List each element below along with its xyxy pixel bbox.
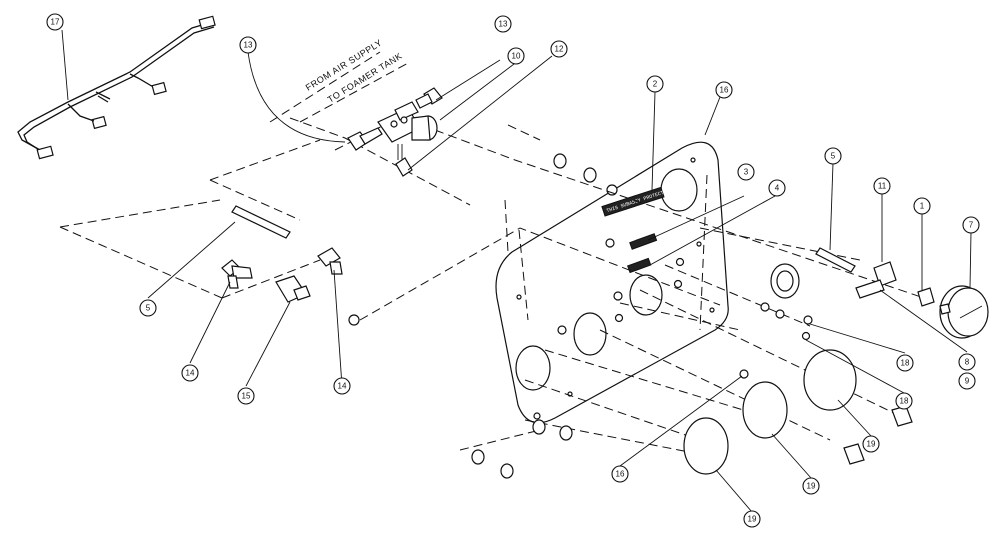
svg-text:19: 19 bbox=[867, 440, 876, 449]
callout-11: 11 bbox=[873, 177, 891, 195]
callout-4: 4 bbox=[768, 179, 786, 197]
svg-text:19: 19 bbox=[807, 482, 816, 491]
svg-text:5: 5 bbox=[831, 152, 836, 161]
callout-16-bottom: 16 bbox=[611, 465, 629, 483]
svg-text:9: 9 bbox=[965, 377, 970, 386]
svg-text:1: 1 bbox=[920, 202, 925, 211]
valve-assembly bbox=[347, 87, 443, 177]
svg-text:13: 13 bbox=[244, 41, 253, 50]
callout-13-left: 13 bbox=[239, 36, 257, 54]
callout-7: 7 bbox=[962, 216, 980, 234]
svg-text:2: 2 bbox=[653, 80, 658, 89]
decal-4 bbox=[626, 257, 652, 274]
svg-text:10: 10 bbox=[512, 52, 521, 61]
svg-text:11: 11 bbox=[878, 182, 887, 191]
svg-text:18: 18 bbox=[901, 359, 910, 368]
callout-13-right: 13 bbox=[494, 15, 512, 33]
svg-text:8: 8 bbox=[965, 358, 970, 367]
callout-15: 15 bbox=[237, 387, 255, 405]
callout-10: 10 bbox=[507, 47, 525, 65]
callout-18-top: 18 bbox=[896, 354, 914, 372]
svg-text:18: 18 bbox=[900, 397, 909, 406]
callout-5-right: 5 bbox=[824, 147, 842, 165]
svg-text:12: 12 bbox=[555, 45, 564, 54]
svg-text:7: 7 bbox=[969, 221, 974, 230]
callout-3: 3 bbox=[737, 163, 755, 181]
leader-lines bbox=[61, 29, 972, 513]
callout-19-right: 19 bbox=[862, 435, 880, 453]
callout-16-top: 16 bbox=[715, 81, 733, 99]
svg-text:16: 16 bbox=[616, 470, 625, 479]
to-foamer-tank-label: TO FOAMER TANK bbox=[326, 51, 404, 105]
callout-19-middle: 19 bbox=[802, 477, 820, 495]
svg-text:17: 17 bbox=[51, 18, 60, 27]
svg-text:15: 15 bbox=[242, 392, 251, 401]
svg-text:13: 13 bbox=[499, 20, 508, 29]
wire-harness bbox=[17, 15, 216, 160]
svg-text:16: 16 bbox=[720, 86, 729, 95]
callout-14-right: 14 bbox=[333, 377, 351, 395]
callout-2: 2 bbox=[646, 75, 664, 93]
svg-text:14: 14 bbox=[186, 369, 195, 378]
name-plate bbox=[601, 186, 665, 217]
svg-text:5: 5 bbox=[146, 304, 151, 313]
callout-19-bottom: 19 bbox=[743, 510, 761, 528]
callout-9: 9 bbox=[958, 372, 976, 390]
callout-17: 17 bbox=[46, 13, 64, 31]
callout-12: 12 bbox=[550, 40, 568, 58]
right-components bbox=[471, 153, 989, 479]
svg-text:14: 14 bbox=[338, 382, 347, 391]
panel-plate: THIS SUBASSY PROTECTED bbox=[495, 141, 729, 424]
callout-18-bottom: 18 bbox=[895, 392, 913, 410]
callout-14-left: 14 bbox=[181, 364, 199, 382]
callout-8: 8 bbox=[958, 353, 976, 371]
svg-text:19: 19 bbox=[748, 515, 757, 524]
assembly-lines bbox=[59, 51, 931, 461]
callout-1: 1 bbox=[913, 197, 931, 215]
callout-5-left: 5 bbox=[139, 299, 157, 317]
left-fittings bbox=[221, 205, 360, 326]
svg-text:3: 3 bbox=[744, 168, 749, 177]
svg-text:4: 4 bbox=[775, 184, 780, 193]
